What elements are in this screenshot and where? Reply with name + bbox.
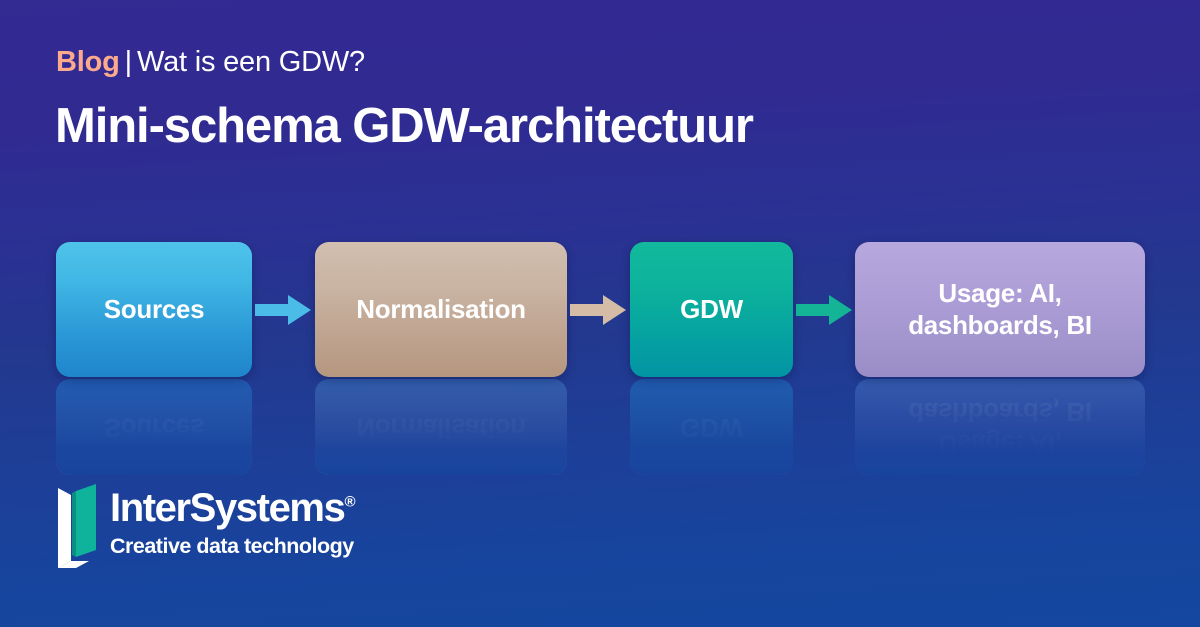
arrow-right-icon xyxy=(796,295,852,325)
arrow-normalisation-to-gdw xyxy=(570,290,628,330)
registered-trademark-icon: ® xyxy=(344,493,356,511)
flow-node-sources-label: Sources xyxy=(103,293,205,324)
eyebrow-subtitle: Wat is een GDW? xyxy=(136,46,365,78)
arrow-right-icon xyxy=(570,295,626,325)
flow-node-gdw-label: GDW xyxy=(680,293,743,324)
flow-node-gdw: GDW xyxy=(630,242,793,377)
intersystems-logo: InterSystems® Creative data technology xyxy=(56,482,356,568)
intersystems-logo-mark-icon xyxy=(58,484,96,568)
node-reflection-sources: Sources xyxy=(56,379,252,475)
flow-node-normalisation-label: Normalisation xyxy=(356,293,526,324)
logo-wordmark-text: InterSystems xyxy=(110,486,346,530)
flow-node-normalisation: Normalisation xyxy=(315,242,567,377)
arrow-right-icon xyxy=(255,295,311,325)
node-reflection-gdw: GDW xyxy=(630,379,793,475)
arrow-gdw-to-usage xyxy=(796,290,854,330)
flow-node-usage: Usage: AI, dashboards, BI xyxy=(855,242,1145,377)
page-title: Mini-schema GDW-architectuur xyxy=(55,99,754,153)
eyebrow-blog-label: Blog xyxy=(56,46,120,78)
arrow-sources-to-normalisation xyxy=(255,290,313,330)
flow-node-sources: Sources xyxy=(56,242,252,377)
eyebrow-separator: | xyxy=(124,46,133,78)
logo-wordmark: InterSystems® xyxy=(110,488,356,528)
eyebrow: Blog|Wat is een GDW? xyxy=(56,48,365,77)
node-reflection-usage: Usage: AI, dashboards, BI xyxy=(855,379,1145,475)
flow-node-usage-label: Usage: AI, dashboards, BI xyxy=(908,277,1092,340)
node-reflection-normalisation: Normalisation xyxy=(315,379,567,475)
logo-tagline: Creative data technology xyxy=(110,534,354,558)
